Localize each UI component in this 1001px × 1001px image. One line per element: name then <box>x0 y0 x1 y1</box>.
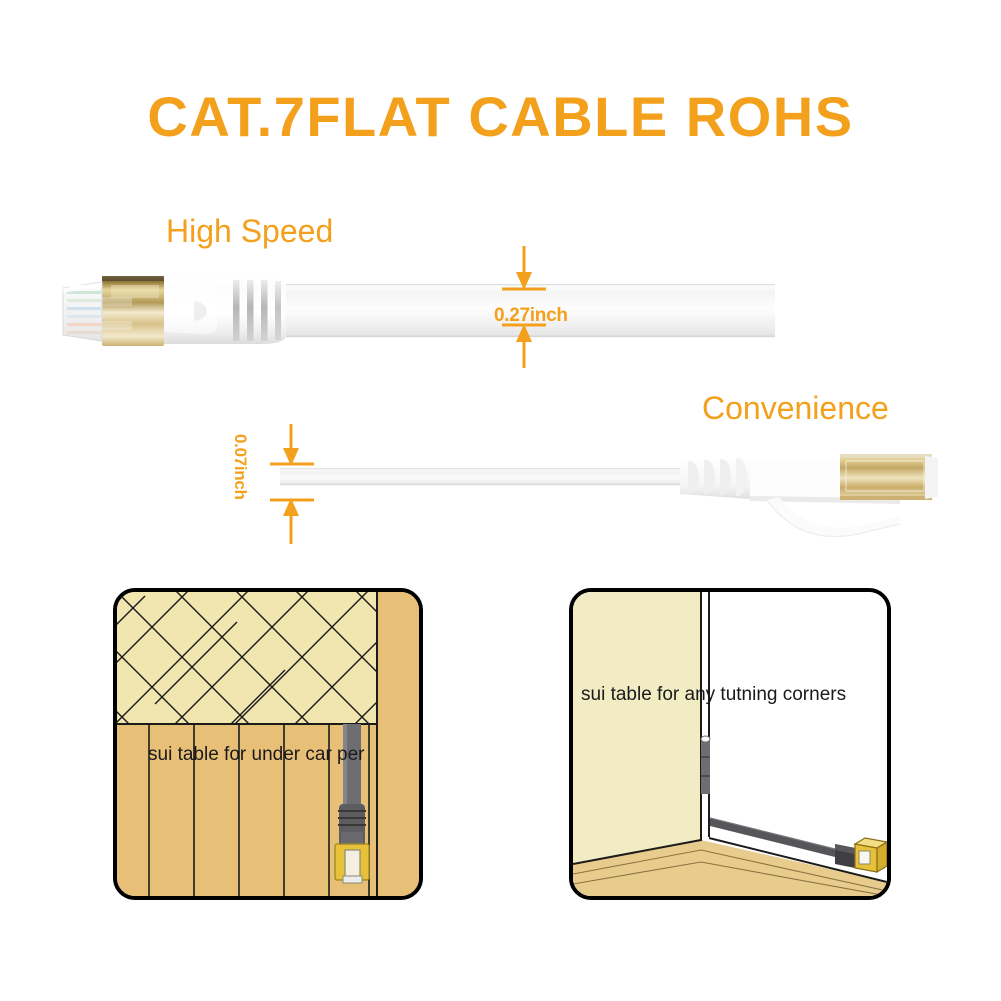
corner-scene-graphic <box>573 592 887 896</box>
corner-panel-caption: sui table for any tutning corners <box>581 684 847 705</box>
scene-panel-floor: sui table for under car per <box>113 588 423 900</box>
floor-scene-graphic <box>117 592 419 896</box>
convenience-label: Convenience <box>702 390 889 426</box>
scene-panel-corner: sui table for any tutning corners <box>569 588 891 900</box>
top-cable-illustration <box>62 276 775 346</box>
bottom-cable-thickness-label: 0.07inch <box>231 434 250 500</box>
thickness-dimension-top <box>502 246 546 368</box>
top-cable-thickness-label: 0.27inch <box>494 305 568 326</box>
bottom-cable-illustration <box>280 451 938 538</box>
floor-panel-caption: sui table for under car per <box>148 744 365 765</box>
page-title: CAT.7FLAT CABLE ROHS <box>147 85 854 148</box>
high-speed-label: High Speed <box>166 213 334 249</box>
thickness-dimension-bottom <box>270 424 314 544</box>
